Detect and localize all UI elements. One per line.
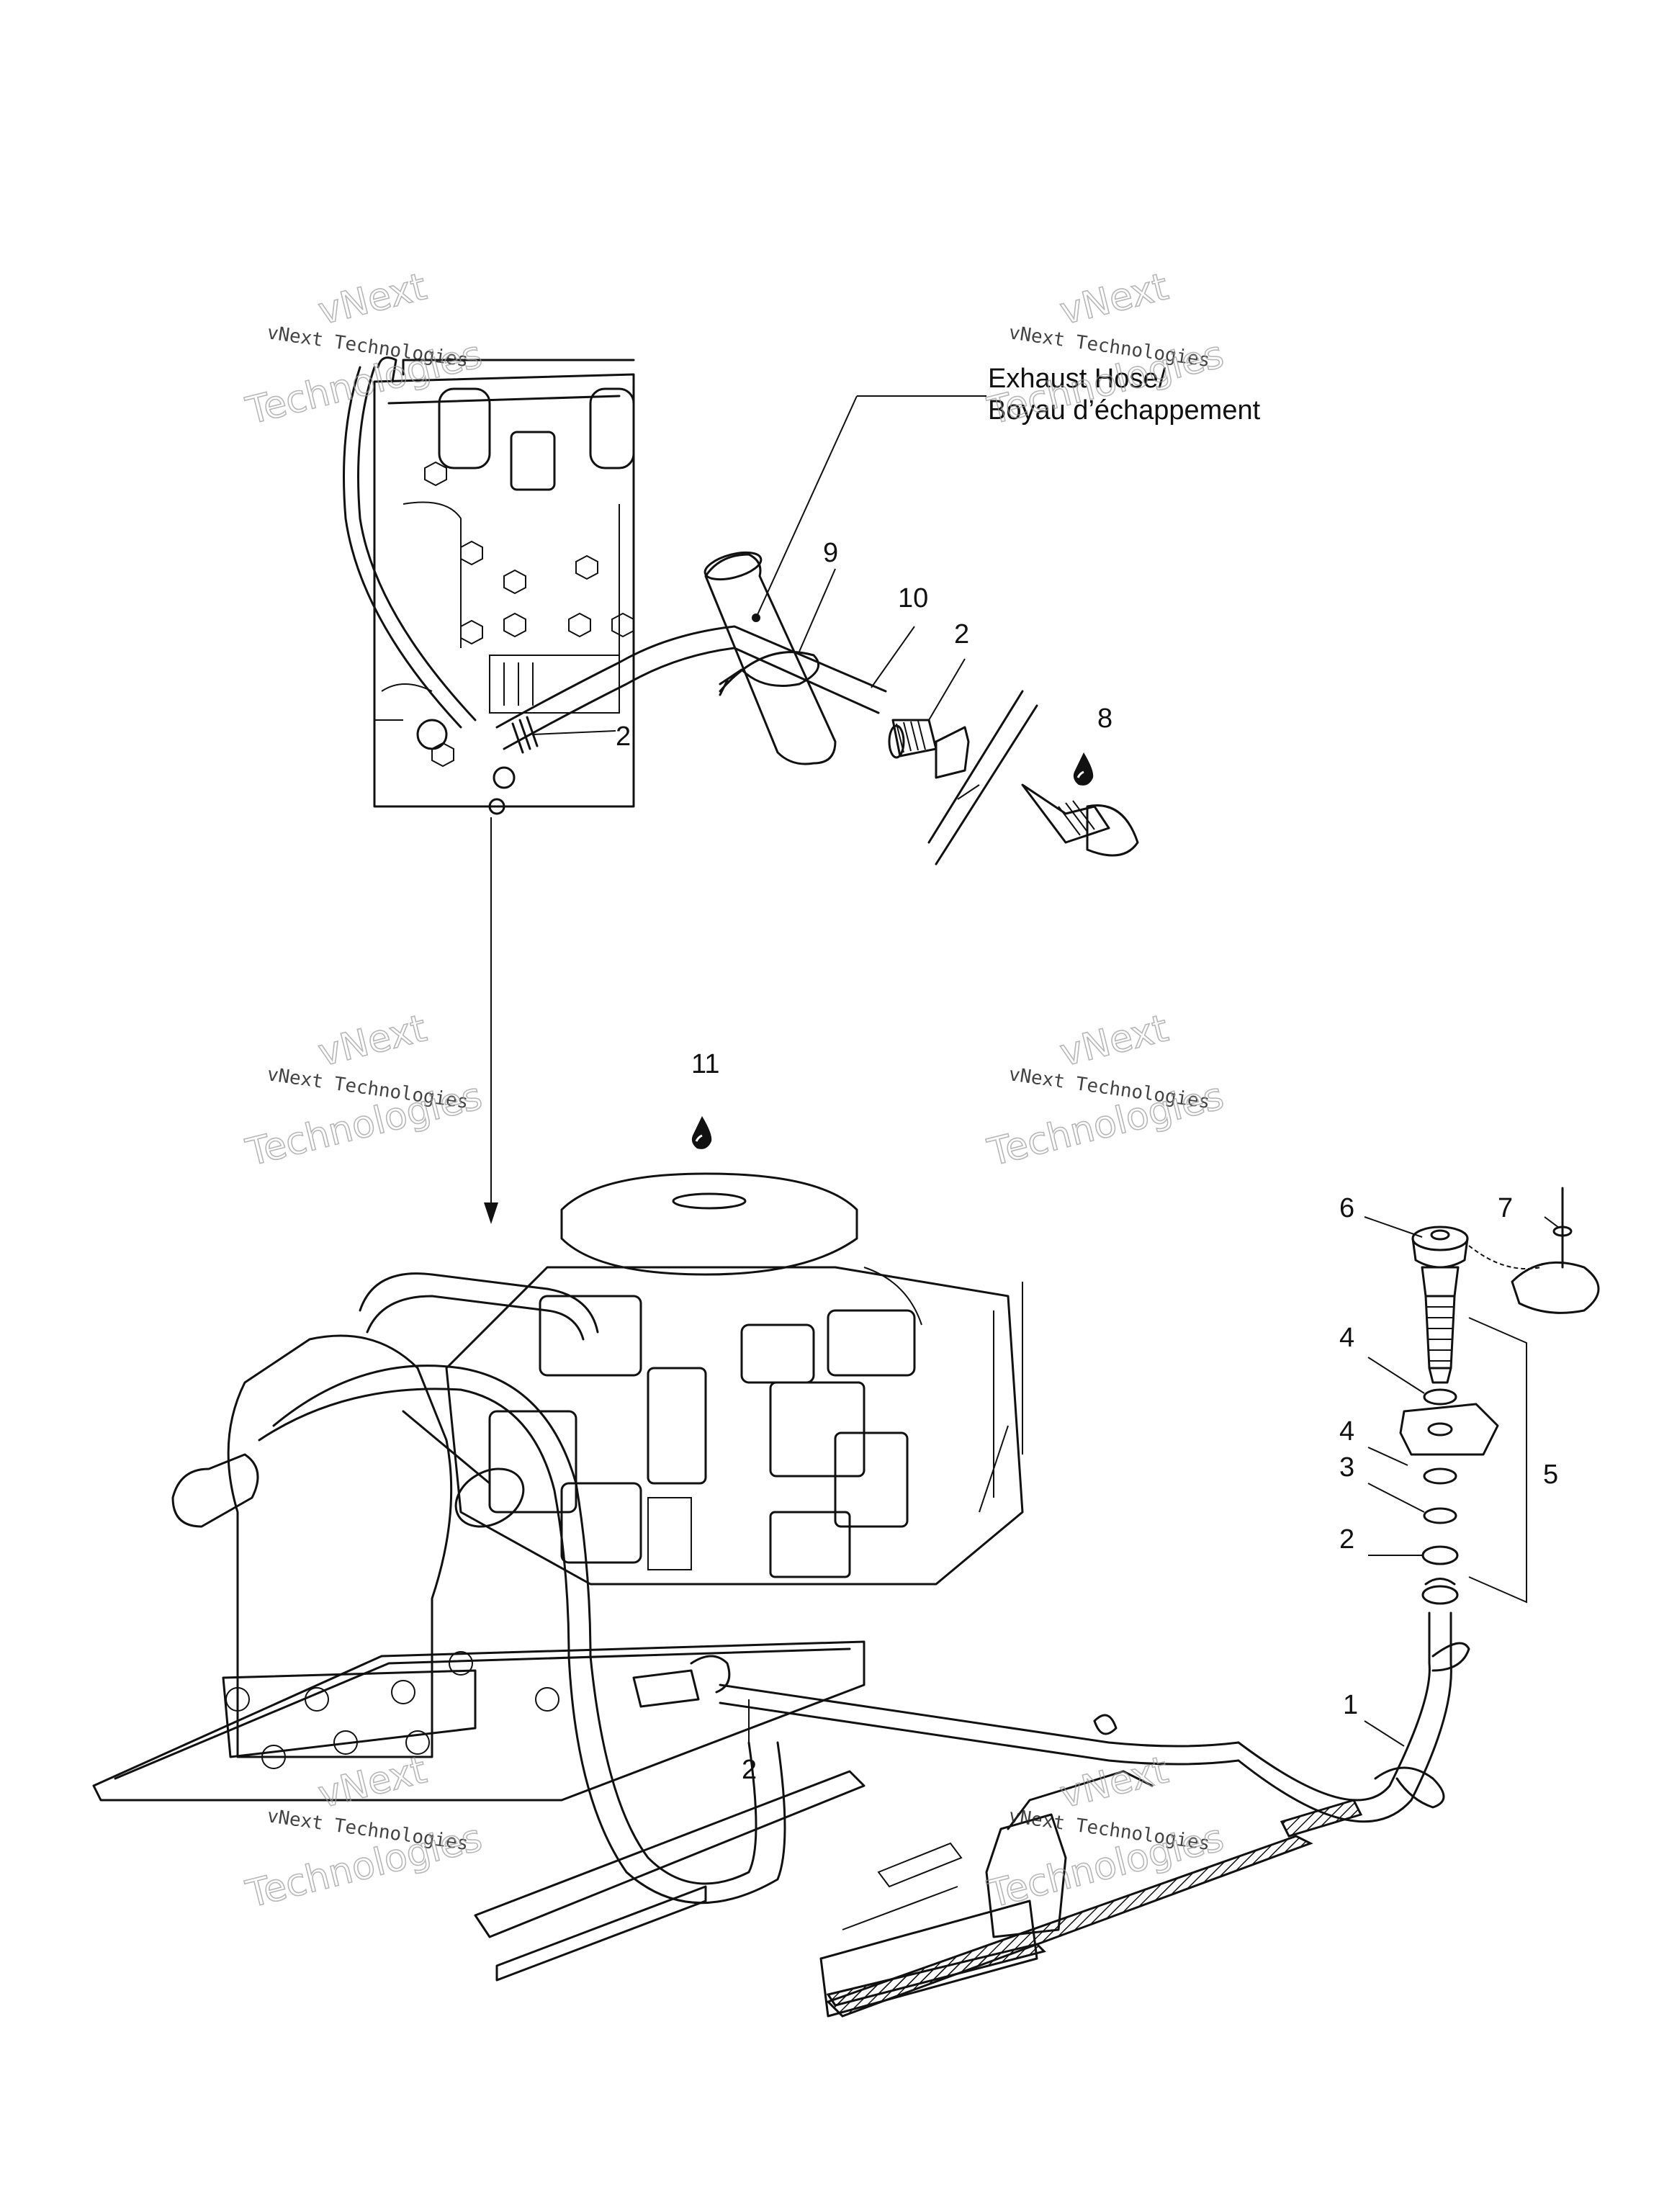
nut-2: [1421, 1545, 1459, 1565]
callout-10: 10: [898, 583, 928, 613]
exhaust-hose: [703, 551, 837, 765]
top-engine-view: [343, 356, 887, 815]
clamp-2-engine: [511, 716, 539, 754]
tether-7: [1511, 1187, 1600, 1314]
exhaust-hose-label-en: Exhaust Hose/: [988, 364, 1166, 394]
base-bolts: [225, 1651, 559, 1769]
watermarks: vNext Technologies vNext Technologies vN…: [241, 264, 1228, 1917]
watermark-large-1: vNext: [314, 1748, 431, 1817]
clamp-9: [719, 651, 820, 696]
washer-4-lower: [1423, 1467, 1457, 1485]
oil-drop-icon: [691, 1116, 712, 1149]
hull-section-top: [927, 690, 1038, 866]
callout-7: 7: [1498, 1193, 1513, 1223]
callout-4-upper: 4: [1339, 1323, 1354, 1353]
callout-9: 9: [823, 538, 838, 568]
connector-arrow: [484, 817, 498, 1224]
callout-11: 11: [691, 1049, 719, 1079]
exhaust-hose-label-fr: Boyau d’échappement: [988, 395, 1261, 426]
oil-drop-icon: [1073, 752, 1094, 786]
callout-8: 8: [1097, 703, 1112, 734]
hull-section-bottom: [819, 1770, 1363, 2018]
filler-stack: [1237, 1187, 1600, 1823]
watermark-large-1: vNext: [314, 265, 431, 333]
fill-hose-1: [1237, 1611, 1470, 1823]
washer-3: [1423, 1507, 1457, 1524]
filler-neck: [1421, 1266, 1460, 1384]
fitting-2-top: [888, 719, 938, 759]
callout-6: 6: [1339, 1193, 1354, 1223]
callout-2-bottom: 2: [742, 1755, 757, 1785]
washer-top: [935, 726, 970, 779]
hose-clamp-2-stack: [1421, 1578, 1459, 1605]
filler-cap-6: [1411, 1226, 1469, 1269]
watermark-large-1: vNext: [1056, 1748, 1172, 1817]
callout-2-fitting: 2: [954, 619, 969, 649]
flange-4: [1399, 1403, 1499, 1456]
watermark-large-1: vNext: [1056, 1007, 1172, 1075]
bottom-engine-assembly: [92, 1172, 1363, 2018]
clamp-2-bottom: [632, 1655, 731, 1708]
leader-lines: [532, 395, 1560, 1747]
washer-4-upper: [1423, 1388, 1457, 1406]
callout-2-engine: 2: [616, 721, 631, 752]
watermark-large-1: vNext: [1056, 265, 1172, 333]
callout-3: 3: [1339, 1452, 1354, 1483]
callout-2-stack: 2: [1339, 1524, 1354, 1555]
watermark-large-1: vNext: [314, 1007, 431, 1075]
callout-1: 1: [1343, 1690, 1358, 1720]
fitting-8: [1021, 783, 1139, 857]
callout-4-lower: 4: [1339, 1416, 1354, 1447]
callout-5: 5: [1543, 1460, 1558, 1490]
